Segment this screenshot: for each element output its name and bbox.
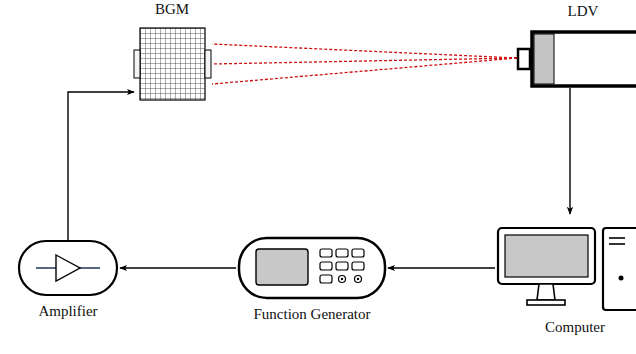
computer-box: Computer: [497, 226, 636, 312]
pc-outline: [497, 226, 636, 312]
signal-arrow: [120, 267, 236, 268]
node-label: BGM: [155, 0, 189, 18]
ldv-outline: [517, 30, 636, 88]
function-generator-box: Function Generator: [238, 237, 386, 299]
beam-grid-model: BGM: [133, 28, 211, 100]
fg-outline: [238, 237, 386, 299]
laser-beam: [212, 44, 517, 84]
amplifier-box: Amplifier: [18, 240, 118, 296]
node-label: LDV: [568, 2, 599, 20]
amp-outline: [18, 240, 118, 296]
laser-doppler-vibrometer: LDV: [517, 30, 636, 88]
node-label: Amplifier: [38, 302, 97, 320]
signal-arrow: [569, 88, 570, 214]
bgm-outline: [133, 28, 211, 100]
signal-arrow: [388, 267, 495, 268]
signal-arrow: [68, 92, 134, 240]
node-label: Function Generator: [253, 305, 370, 323]
node-label: Computer: [545, 318, 605, 336]
